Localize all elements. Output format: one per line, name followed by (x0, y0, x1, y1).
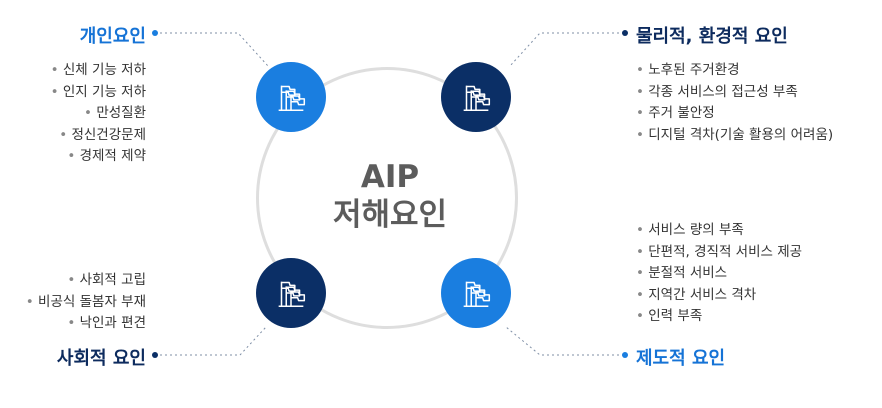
list-institutional: 서비스 량의 부족 단편적, 경직적 서비스 제공 분절적 서비스 지역간 서비… (636, 220, 802, 328)
list-item: 정신건강문제 (51, 125, 146, 147)
flags-icon (278, 281, 306, 308)
flags-icon (278, 85, 306, 112)
list-item: 만성질환 (51, 103, 146, 125)
list-item: 경제적 제약 (51, 146, 146, 168)
list-item: 사회적 고립 (26, 270, 146, 292)
list-item: 주거 불안정 (636, 103, 833, 125)
connector-top-right (509, 32, 624, 67)
center-title-line2: 저해요인 (332, 197, 448, 233)
heading-environmental: 물리적, 환경적 요인 (636, 26, 788, 47)
list-item: 지역간 서비스 격차 (636, 285, 802, 307)
center-title: AIP 저해요인 (300, 158, 480, 234)
heading-social: 사회적 요인 (56, 348, 146, 369)
list-item: 낙인과 편견 (26, 313, 146, 335)
list-environmental: 노후된 주거환경 각종 서비스의 접근성 부족 주거 불안정 디지털 격차(기술… (636, 60, 833, 146)
node-social (256, 258, 326, 328)
list-personal: 신체 기능 저하 인지 기능 저하 만성질환 정신건강문제 경제적 제약 (51, 60, 146, 168)
central-ring (256, 67, 518, 329)
list-item: 디지털 격차(기술 활용의 어려움) (636, 125, 833, 147)
list-item: 인력 부족 (636, 306, 802, 328)
connector-dot-bottom-left (152, 352, 158, 358)
node-personal (256, 62, 326, 132)
heading-institutional: 제도적 요인 (636, 348, 726, 369)
list-item: 각종 서비스의 접근성 부족 (636, 82, 833, 104)
heading-personal: 개인요인 (79, 26, 146, 47)
center-title-line1: AIP (360, 159, 420, 195)
connector-dot-top-right (622, 30, 628, 36)
list-item: 서비스 량의 부족 (636, 220, 802, 242)
connector-bottom-left (160, 326, 267, 356)
flags-icon (463, 85, 491, 112)
list-social: 사회적 고립 비공식 돌봄자 부재 낙인과 편견 (26, 270, 146, 335)
list-item: 신체 기능 저하 (51, 60, 146, 82)
list-item: 비공식 돌봄자 부재 (26, 292, 146, 314)
flags-icon (463, 281, 491, 308)
list-item: 노후된 주거환경 (636, 60, 833, 82)
connector-top-left (160, 32, 269, 67)
list-item: 분절적 서비스 (636, 263, 802, 285)
node-environmental (441, 62, 511, 132)
connector-dot-bottom-right (622, 352, 628, 358)
connector-bottom-right (505, 326, 624, 356)
node-institutional (441, 258, 511, 328)
list-item: 인지 기능 저하 (51, 82, 146, 104)
connector-dot-top-left (152, 30, 158, 36)
list-item: 단편적, 경직적 서비스 제공 (636, 242, 802, 264)
